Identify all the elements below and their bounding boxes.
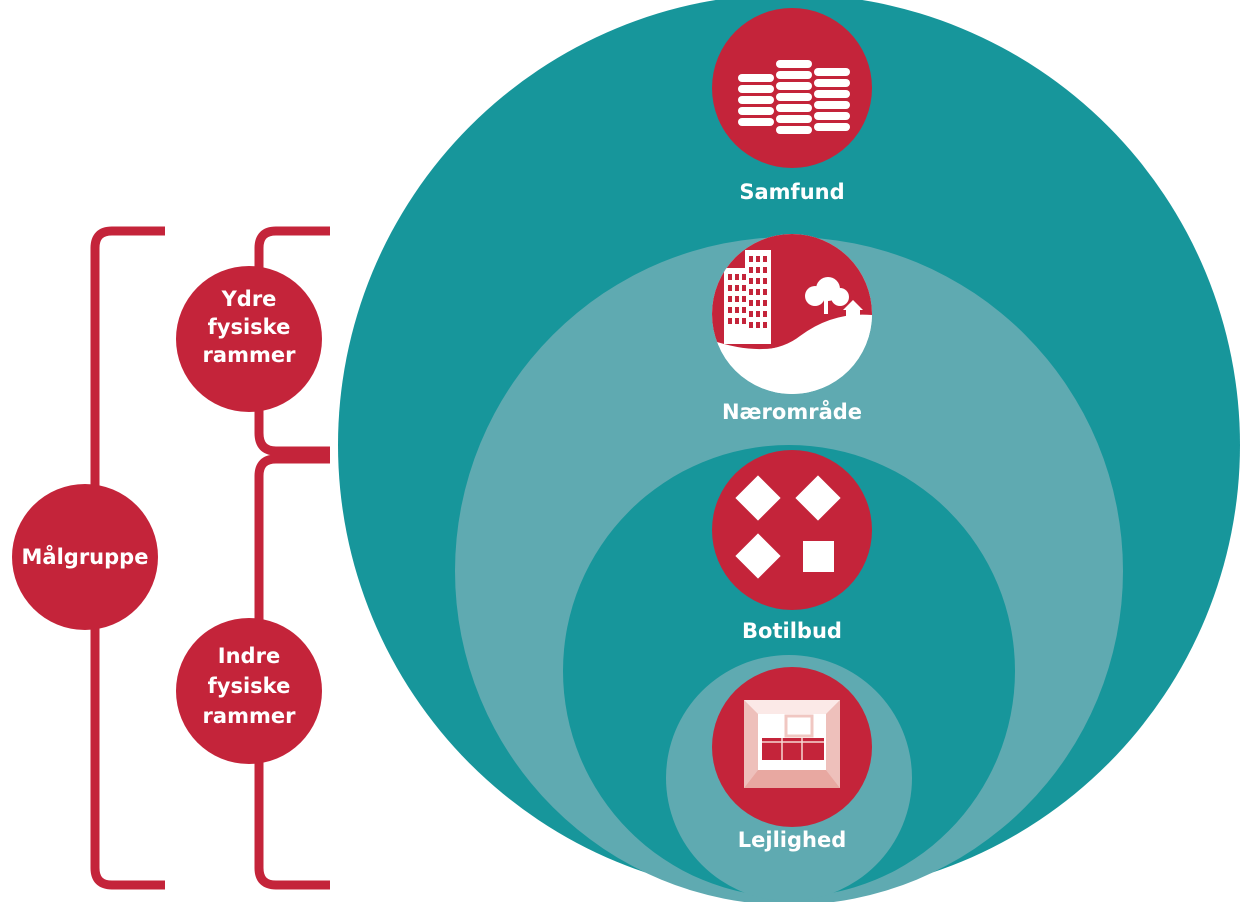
label-outer-frame-line-1: Ydre [221,287,277,311]
label-inner-frame-line-1: Indre [218,644,280,668]
coin-stacks-icon [712,8,872,168]
label-inner-frame-line-3: rammer [203,704,297,728]
label-outer-frame-line-3: rammer [203,343,297,367]
outer-frame-node: Ydre fysiske rammer [176,266,322,412]
label-target-group: Målgruppe [22,544,149,569]
label-inner-frame-line-2: fysiske [208,674,291,698]
label-outer-frame-line-2: fysiske [208,315,291,339]
inner-frame-node: Indre fysiske rammer [176,618,322,764]
label-naeromraade: Nærområde [722,399,862,424]
room-interior-icon [712,667,872,827]
label-botilbud: Botilbud [742,619,842,643]
four-squares-icon [712,450,872,610]
buildings-landscape-icon [712,234,872,394]
label-samfund: Samfund [739,180,844,204]
target-group-node: Målgruppe [12,484,158,630]
label-lejlighed: Lejlighed [738,828,846,852]
